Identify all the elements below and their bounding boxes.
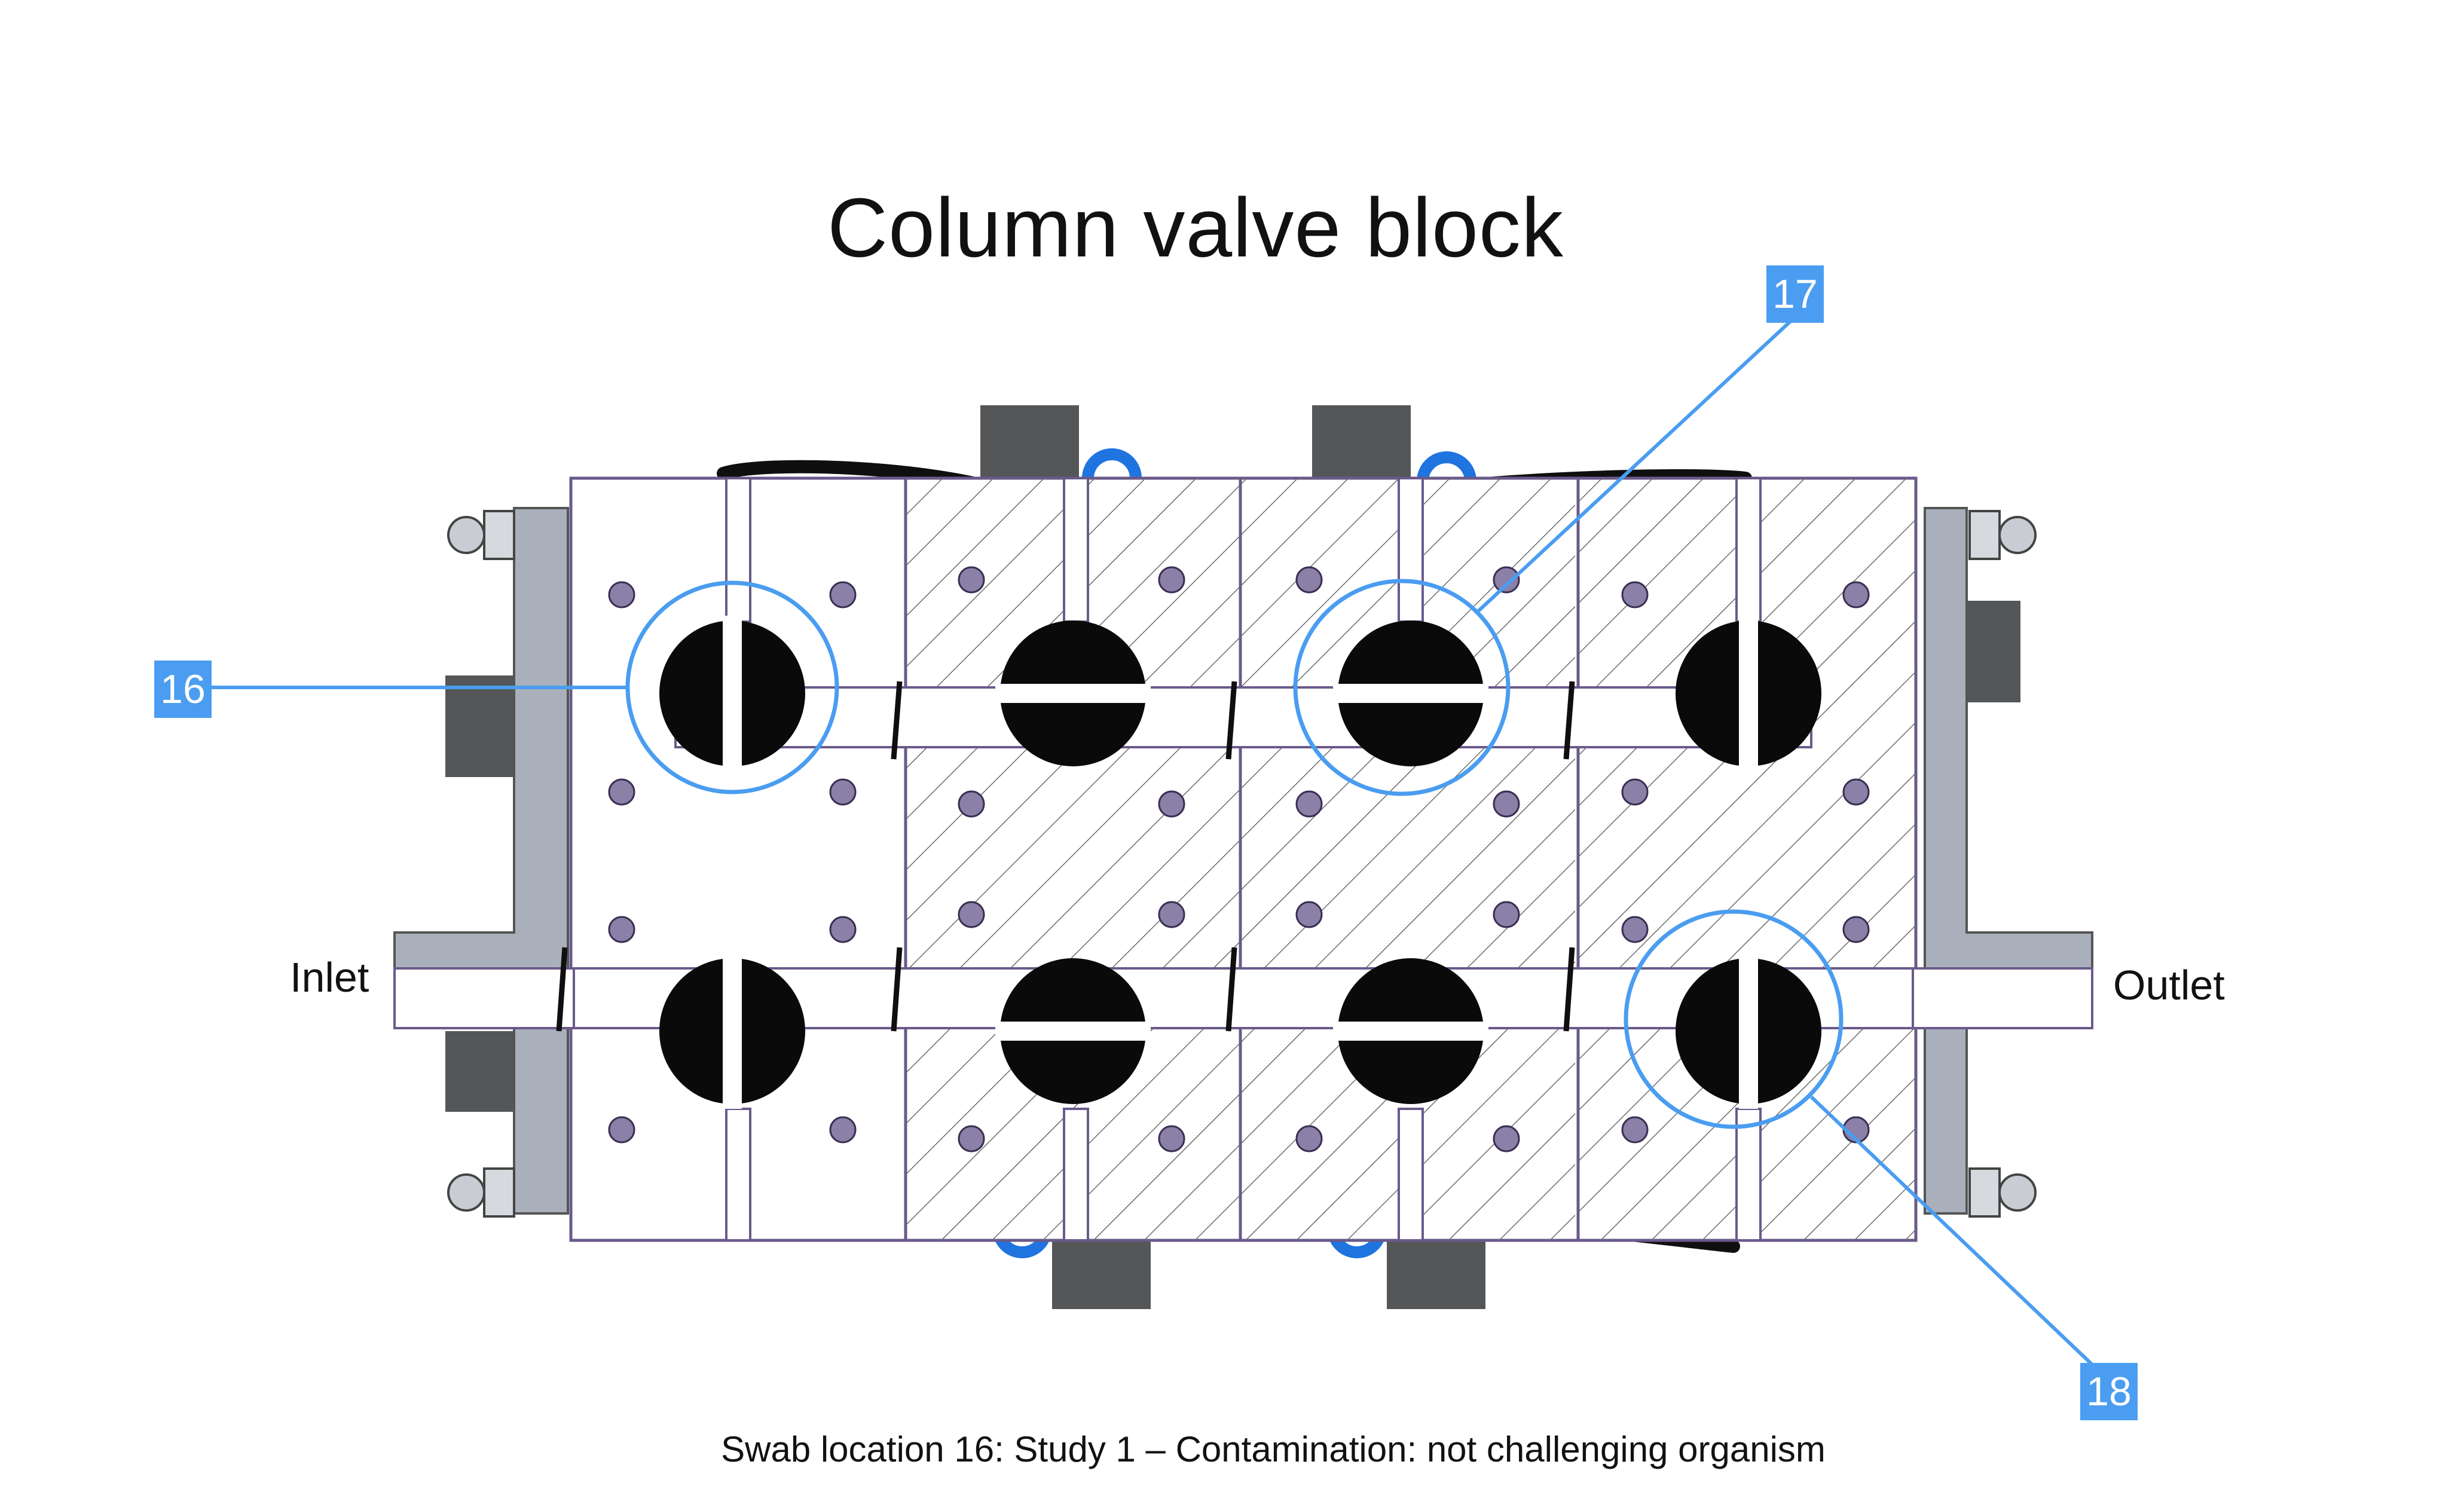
diagram-title: Column valve block: [827, 181, 1564, 274]
seal-1: [891, 681, 903, 760]
port-hole: [829, 1116, 857, 1144]
port-holes: [608, 566, 1870, 1152]
port-hole: [1295, 1125, 1323, 1152]
valve-rotor: [1676, 953, 1821, 1109]
port-hole: [608, 916, 635, 943]
port-hole: [1295, 566, 1323, 594]
callout-18-badge: 18: [2080, 1363, 2138, 1420]
port-hole: [958, 790, 985, 818]
port-hole: [1621, 778, 1649, 806]
valve-rotor: [659, 616, 805, 771]
port-hole: [1493, 566, 1520, 594]
seal-6: [1225, 947, 1237, 1032]
port-hole: [958, 566, 985, 594]
port-hole: [958, 1125, 985, 1152]
port-hole: [829, 581, 857, 609]
port-hole: [1493, 901, 1520, 928]
cap-nut-bottom-left: [447, 1167, 515, 1218]
channel-inlet: [393, 967, 575, 1029]
callout-17-leader: [1475, 318, 1794, 614]
actuator-block-left-2: [445, 1031, 514, 1112]
inlet-label: Inlet: [290, 954, 369, 1001]
figure-caption: Swab location 16: Study 1 – Contaminatio…: [721, 1429, 1826, 1469]
seal-5: [891, 947, 903, 1032]
callout-16-badge: 16: [154, 661, 212, 718]
port-hole: [1493, 1125, 1520, 1152]
port-hole: [1295, 790, 1323, 818]
drain-slots: [725, 477, 1762, 1242]
port-hole: [1158, 566, 1185, 594]
port-hole: [1621, 916, 1649, 943]
actuator-block-top-1: [980, 405, 1079, 480]
port-hole: [1158, 901, 1185, 928]
seal-7: [1563, 947, 1575, 1032]
valve-rotor: [995, 958, 1151, 1104]
valve-rotor: [1333, 620, 1488, 766]
port-hole: [829, 778, 857, 806]
callout-17-badge: 17: [1766, 265, 1824, 323]
valve-rotor: [1333, 958, 1488, 1104]
port-hole: [1493, 790, 1520, 818]
port-hole: [958, 901, 985, 928]
outlet-label: Outlet: [2113, 962, 2225, 1008]
callout-18-circle: [1624, 909, 1844, 1129]
cap-nut-bottom-right: [1968, 1167, 2037, 1218]
port-hole: [608, 581, 635, 609]
port-hole: [1621, 1116, 1649, 1144]
valve-body: [393, 476, 2093, 1242]
valve-rotor: [995, 620, 1151, 766]
seal-3: [1563, 681, 1575, 760]
callout-leaders: [209, 318, 2105, 1377]
cap-nut-top-right: [1968, 510, 2037, 560]
port-hole: [1621, 581, 1649, 609]
actuator-block-bottom-2: [1387, 1233, 1485, 1309]
channel-upper: [674, 686, 1812, 748]
actuator-block-bottom-1: [1052, 1233, 1151, 1309]
actuator-block-left-1: [445, 675, 514, 777]
valve-rotor: [659, 953, 805, 1109]
valve-rotor: [1676, 616, 1821, 771]
port-hole: [1842, 778, 1870, 806]
port-hole: [829, 916, 857, 943]
callout-17-circle: [1293, 579, 1511, 796]
port-hole: [1295, 901, 1323, 928]
seal-2: [1225, 681, 1237, 760]
port-hole: [1158, 1125, 1185, 1152]
port-hole: [1842, 581, 1870, 609]
port-hole: [1842, 916, 1870, 943]
seal-4: [556, 947, 568, 1032]
valve-rotors: [659, 616, 1821, 1109]
cap-nut-top-left: [447, 510, 515, 560]
fittings: [447, 510, 2037, 1218]
port-hole: [608, 1116, 635, 1144]
hose-clip-1: [1082, 448, 1142, 479]
hose-clip-2: [1417, 451, 1476, 482]
actuator-block-top-2: [1312, 405, 1411, 480]
seals: [556, 681, 1575, 1032]
port-hole: [608, 778, 635, 806]
callout-18-leader: [1809, 1095, 2105, 1377]
port-hole: [1158, 790, 1185, 818]
channel-outlet: [1912, 967, 2093, 1029]
